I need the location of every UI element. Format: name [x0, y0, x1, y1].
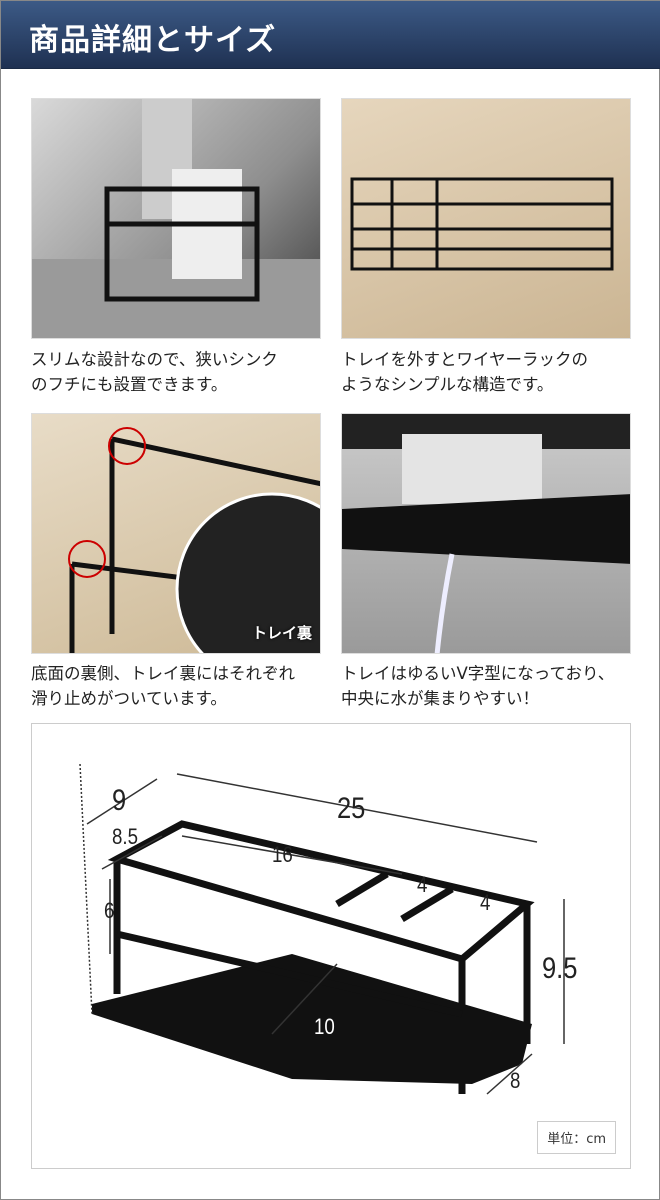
dimension-tray: 10 — [314, 1014, 335, 1039]
caption-1: スリムな設計なので、狭いシンクのフチにも設置できます。 — [31, 347, 331, 397]
caption-line: 滑り止めがついています。 — [31, 689, 227, 708]
rack-drawing — [79, 763, 565, 1095]
dimension-compartment-a: 4 — [417, 872, 428, 897]
photo-label: トレイ裏 — [252, 624, 313, 642]
caption-4: トレイはゆるいV字型になっており、中央に水が集まりやすい！ — [341, 661, 651, 711]
caption-line: スリムな設計なので、狭いシンク — [31, 350, 278, 369]
dimension-depth-top: 9 — [112, 784, 127, 817]
caption-line: ようなシンプルな構造です。 — [341, 375, 554, 394]
caption-3: 底面の裏側、トレイ裏にはそれぞれ滑り止めがついています。 — [31, 661, 331, 711]
dimension-tray-depth: 8 — [510, 1068, 521, 1093]
unit-label: 単位：cm — [537, 1121, 616, 1154]
photo-sink-installation — [31, 98, 321, 339]
photo-wire-rack — [341, 98, 631, 339]
caption-line: のフチにも設置できます。 — [31, 375, 228, 394]
dimension-depth-inner: 8.5 — [112, 824, 139, 849]
dimension-compartment-main: 16 — [272, 842, 293, 867]
caption-line: 中央に水が集まりやすい！ — [341, 689, 539, 708]
section-header: 商品詳細とサイズ — [1, 1, 660, 69]
caption-line: 底面の裏側、トレイ裏にはそれぞれ — [31, 664, 295, 683]
dimension-width: 25 — [337, 792, 366, 825]
caption-2: トレイを外すとワイヤーラックのようなシンプルな構造です。 — [341, 347, 641, 397]
caption-line: トレイを外すとワイヤーラックの — [341, 350, 589, 369]
caption-line: トレイはゆるいV字型になっており、 — [341, 664, 615, 683]
photo-anti-slip: トレイ裏 — [31, 413, 321, 654]
section-title: 商品詳細とサイズ — [29, 23, 277, 58]
size-diagram: 9 25 8.5 16 4 4 6 9.5 10 8 単位：cm — [31, 723, 631, 1169]
dimension-inner-height: 6 — [104, 898, 115, 923]
photo-tray-drain — [341, 413, 631, 654]
dimension-height: 9.5 — [542, 952, 578, 985]
dimension-compartment-b: 4 — [480, 890, 491, 915]
